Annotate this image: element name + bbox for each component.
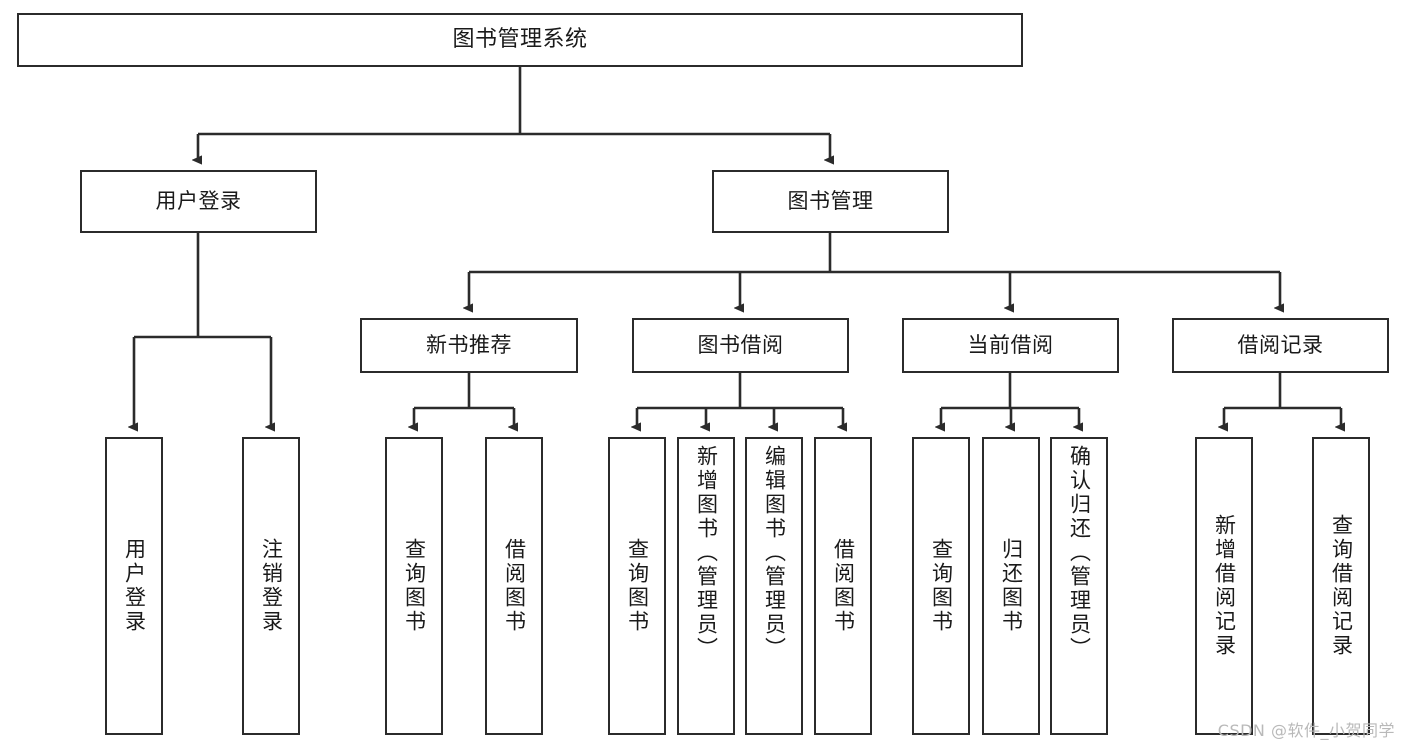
- node-book-borrow[interactable]: 图书借阅: [632, 318, 849, 373]
- node-label: 注销登录: [259, 538, 284, 634]
- node-leaf-query-book-borrow[interactable]: 查询图书: [608, 437, 666, 735]
- node-label: 新增借阅记录: [1212, 514, 1237, 658]
- node-label: 当前借阅: [967, 333, 1054, 358]
- node-leaf-user-login[interactable]: 用户登录: [105, 437, 163, 735]
- node-leaf-edit-book-admin[interactable]: 编辑图书（管理员）: [745, 437, 803, 735]
- node-leaf-return-book[interactable]: 归还图书: [982, 437, 1040, 735]
- node-new-book-recommend[interactable]: 新书推荐: [360, 318, 578, 373]
- node-user-login[interactable]: 用户登录: [80, 170, 317, 233]
- node-label: 借阅记录: [1237, 333, 1324, 358]
- node-leaf-borrow-book-recommend[interactable]: 借阅图书: [485, 437, 543, 735]
- node-label: 编辑图书（管理员）: [762, 445, 787, 661]
- node-leaf-confirm-return-admin[interactable]: 确认归还（管理员）: [1050, 437, 1108, 735]
- node-leaf-query-book-current[interactable]: 查询图书: [912, 437, 970, 735]
- node-leaf-query-borrow-record[interactable]: 查询借阅记录: [1312, 437, 1370, 735]
- node-label: 新书推荐: [426, 333, 512, 358]
- node-label: 图书管理系统: [452, 27, 588, 53]
- node-root-book-management-system[interactable]: 图书管理系统: [17, 13, 1023, 67]
- node-current-borrow[interactable]: 当前借阅: [902, 318, 1119, 373]
- node-leaf-borrow-book-borrow[interactable]: 借阅图书: [814, 437, 872, 735]
- node-label: 借阅图书: [831, 538, 856, 634]
- node-label: 查询图书: [929, 538, 954, 634]
- node-leaf-add-book-admin[interactable]: 新增图书（管理员）: [677, 437, 735, 735]
- node-label: 查询图书: [625, 538, 650, 634]
- node-label: 确认归还（管理员）: [1067, 445, 1092, 661]
- node-label: 新增图书（管理员）: [694, 445, 719, 661]
- node-leaf-query-book-recommend[interactable]: 查询图书: [385, 437, 443, 735]
- node-label: 查询借阅记录: [1329, 514, 1354, 658]
- node-book-manage[interactable]: 图书管理: [712, 170, 949, 233]
- node-label: 用户登录: [155, 189, 242, 214]
- node-leaf-logout-login[interactable]: 注销登录: [242, 437, 300, 735]
- node-label: 查询图书: [402, 538, 427, 634]
- node-label: 归还图书: [999, 538, 1024, 634]
- node-leaf-add-borrow-record[interactable]: 新增借阅记录: [1195, 437, 1253, 735]
- node-label: 借阅图书: [502, 538, 527, 634]
- node-label: 图书借阅: [697, 333, 784, 358]
- node-label: 图书管理: [787, 189, 874, 214]
- watermark-text: CSDN @软件_小贺同学: [1217, 721, 1395, 740]
- node-borrow-record[interactable]: 借阅记录: [1172, 318, 1389, 373]
- node-label: 用户登录: [122, 538, 147, 634]
